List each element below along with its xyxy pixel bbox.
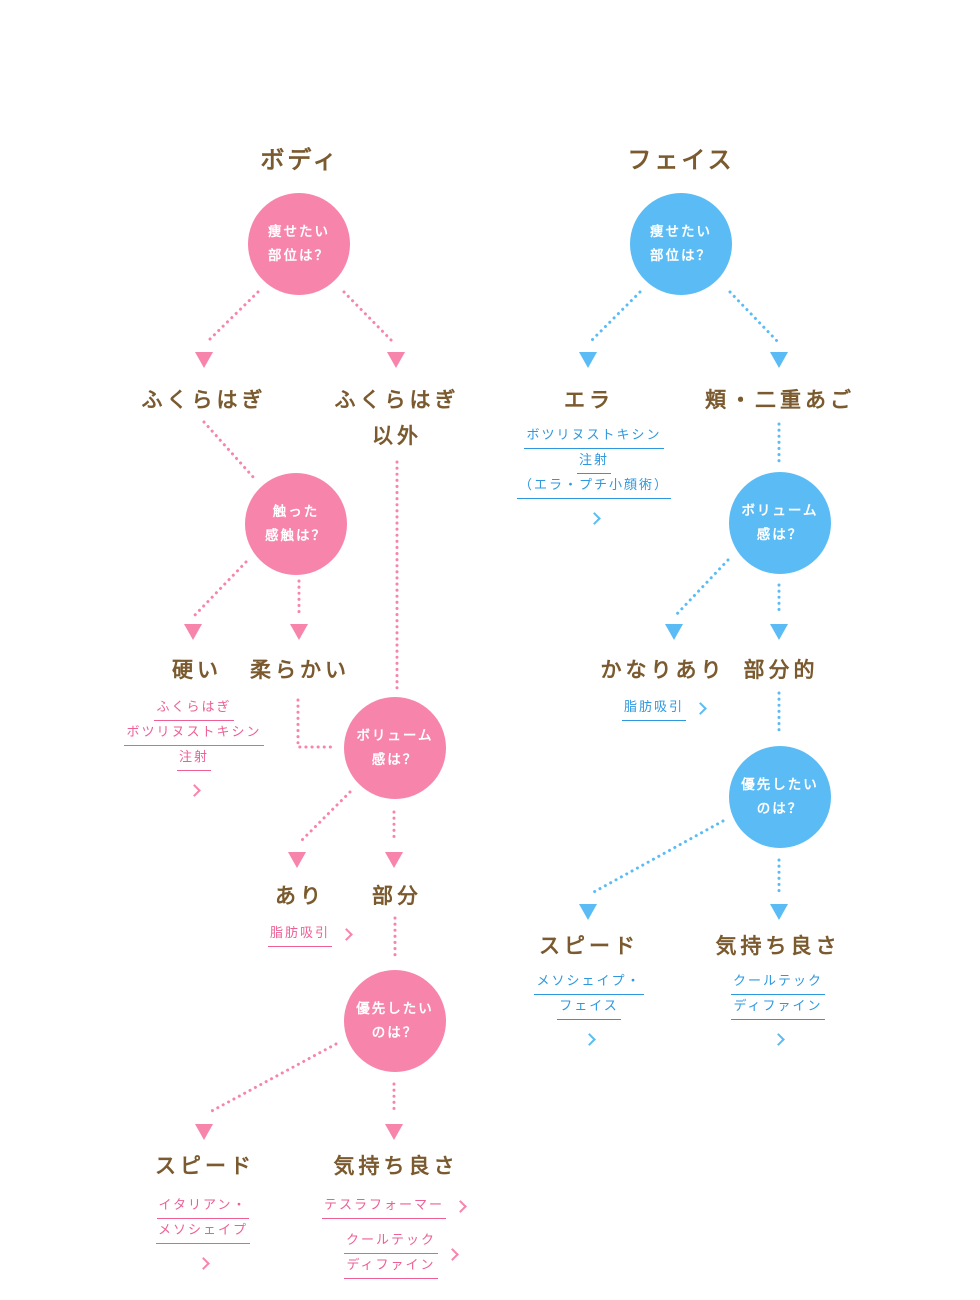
body-link-lipo[interactable]: 脂肪吸引 (268, 922, 353, 947)
link-text[interactable]: （エラ・プチ小顔術） (516, 474, 671, 499)
chevron-right-icon[interactable] (187, 783, 201, 797)
link-text[interactable]: ボツリヌストキシン (524, 424, 664, 449)
connector-line (193, 560, 248, 617)
arrow-down-icon (290, 624, 308, 640)
circle-line: 優先したい (356, 1001, 434, 1017)
arrow-down-icon (579, 904, 597, 920)
chevron-right-icon[interactable] (694, 702, 707, 715)
body-option-not-calf: ふくらはぎ 以外 (302, 382, 492, 454)
arrow-down-icon (579, 352, 597, 368)
circle-line: 感は？ (756, 527, 804, 543)
chevron-right-icon[interactable] (582, 1032, 596, 1046)
face-question-area: 痩せたい 部位は？ (630, 193, 732, 295)
circle-line: ボリューム (356, 728, 434, 744)
circle-line: 優先したい (741, 777, 819, 793)
body-option-calf: ふくらはぎ (141, 388, 267, 412)
link-text[interactable]: イタリアン・ (156, 1194, 250, 1219)
link-text[interactable]: ディファイン (731, 995, 825, 1020)
body-link-italian-mesoshape[interactable]: イタリアン・ メソシェイプ (93, 1194, 313, 1278)
body-question-volume: ボリューム 感は？ (344, 697, 446, 799)
face-option-jaw: エラ (564, 388, 614, 412)
face-question-volume: ボリューム 感は？ (729, 472, 831, 574)
circle-line: 感触は？ (265, 528, 327, 544)
arrow-down-icon (385, 1124, 403, 1140)
face-link-jaw-botox[interactable]: ボツリヌストキシン 注射 （エラ・プチ小顔術） (484, 424, 704, 533)
circle-line: 痩せたい (650, 224, 712, 240)
connector-line (205, 290, 260, 344)
face-option-speed: スピード (539, 934, 639, 958)
arrow-down-icon (184, 624, 202, 640)
link-text[interactable]: 脂肪吸引 (622, 696, 687, 721)
arrow-down-icon (195, 1124, 213, 1140)
circle-line: 触った (272, 504, 320, 520)
link-text[interactable]: フェイス (557, 995, 621, 1020)
link-text[interactable]: ディファイン (344, 1254, 438, 1279)
body-option-hard: 硬い (172, 658, 222, 682)
body-link-tesla[interactable]: テスラフォーマー (322, 1194, 467, 1219)
connector-line (298, 790, 352, 844)
chevron-right-icon[interactable] (587, 511, 601, 525)
face-option-comfort: 気持ち良さ (715, 934, 841, 958)
link-text[interactable]: メソシェイプ (155, 1219, 250, 1244)
arrow-down-icon (770, 624, 788, 640)
arrow-down-icon (385, 852, 403, 868)
chevron-right-icon[interactable] (446, 1247, 459, 1261)
body-question-touch: 触った 感触は？ (245, 473, 347, 575)
chevron-right-icon[interactable] (340, 928, 353, 941)
connector-line (590, 819, 725, 895)
body-option-speed: スピード (155, 1154, 255, 1178)
link-text[interactable]: ふくらはぎ (154, 696, 234, 721)
arrow-down-icon (770, 904, 788, 920)
link-text[interactable]: クールテック (730, 970, 825, 995)
face-option-partial: 部分的 (743, 658, 819, 682)
body-option-comfort: 気持ち良さ (333, 1154, 459, 1178)
chevron-right-icon[interactable] (196, 1256, 210, 1270)
connector-line (202, 420, 256, 480)
circle-line: 部位は？ (650, 248, 712, 264)
connector-line (342, 290, 395, 344)
body-option-soft: 柔らかい (250, 658, 350, 682)
node-line: 以外 (372, 424, 422, 448)
link-text[interactable]: クールテック (344, 1229, 439, 1254)
connector-line (206, 1042, 338, 1115)
face-title: フェイス (627, 146, 735, 174)
chevron-right-icon[interactable] (771, 1032, 785, 1046)
arrow-down-icon (288, 852, 306, 868)
face-link-lipo[interactable]: 脂肪吸引 (622, 696, 707, 721)
link-text[interactable]: ボツリヌストキシン (124, 721, 264, 746)
connector-line (728, 290, 780, 344)
arrow-down-icon (665, 624, 683, 640)
connector-line (674, 558, 730, 617)
arrow-down-icon (770, 352, 788, 368)
link-text[interactable]: 脂肪吸引 (268, 922, 333, 947)
circle-line: 感は？ (371, 752, 419, 768)
body-question-area: 痩せたい 部位は？ (248, 193, 350, 295)
body-option-partial: 部分 (372, 884, 422, 908)
body-question-priority: 優先したい のは？ (344, 970, 446, 1072)
link-text[interactable]: メソシェイプ・ (534, 970, 644, 995)
arrow-down-icon (195, 352, 213, 368)
circle-line: 部位は？ (268, 248, 330, 264)
link-text[interactable]: 注射 (176, 746, 211, 771)
body-title: ボディ (260, 146, 340, 174)
face-question-priority: 優先したい のは？ (729, 746, 831, 848)
body-link-cooltech[interactable]: クールテック ディファイン (344, 1229, 459, 1279)
circle-line: ボリューム (741, 503, 819, 519)
face-option-cheek: 頬・二重あご (705, 388, 855, 412)
link-text[interactable]: テスラフォーマー (322, 1194, 447, 1219)
face-link-cooltech[interactable]: クールテック ディファイン (668, 970, 888, 1054)
link-text[interactable]: 注射 (576, 449, 611, 474)
node-line: ふくらはぎ (334, 388, 460, 412)
circle-line: のは？ (756, 801, 804, 817)
face-option-considerable: かなりあり (600, 658, 726, 682)
body-option-yes: あり (275, 884, 325, 908)
body-link-calf-botox[interactable]: ふくらはぎ ボツリヌストキシン 注射 (84, 696, 304, 805)
arrow-down-icon (387, 352, 405, 368)
circle-line: 痩せたい (268, 224, 330, 240)
chevron-right-icon[interactable] (454, 1200, 467, 1213)
circle-line: のは？ (371, 1025, 419, 1041)
face-link-mesoshape-face[interactable]: メソシェイプ・ フェイス (479, 970, 699, 1054)
connector-line (588, 290, 642, 344)
